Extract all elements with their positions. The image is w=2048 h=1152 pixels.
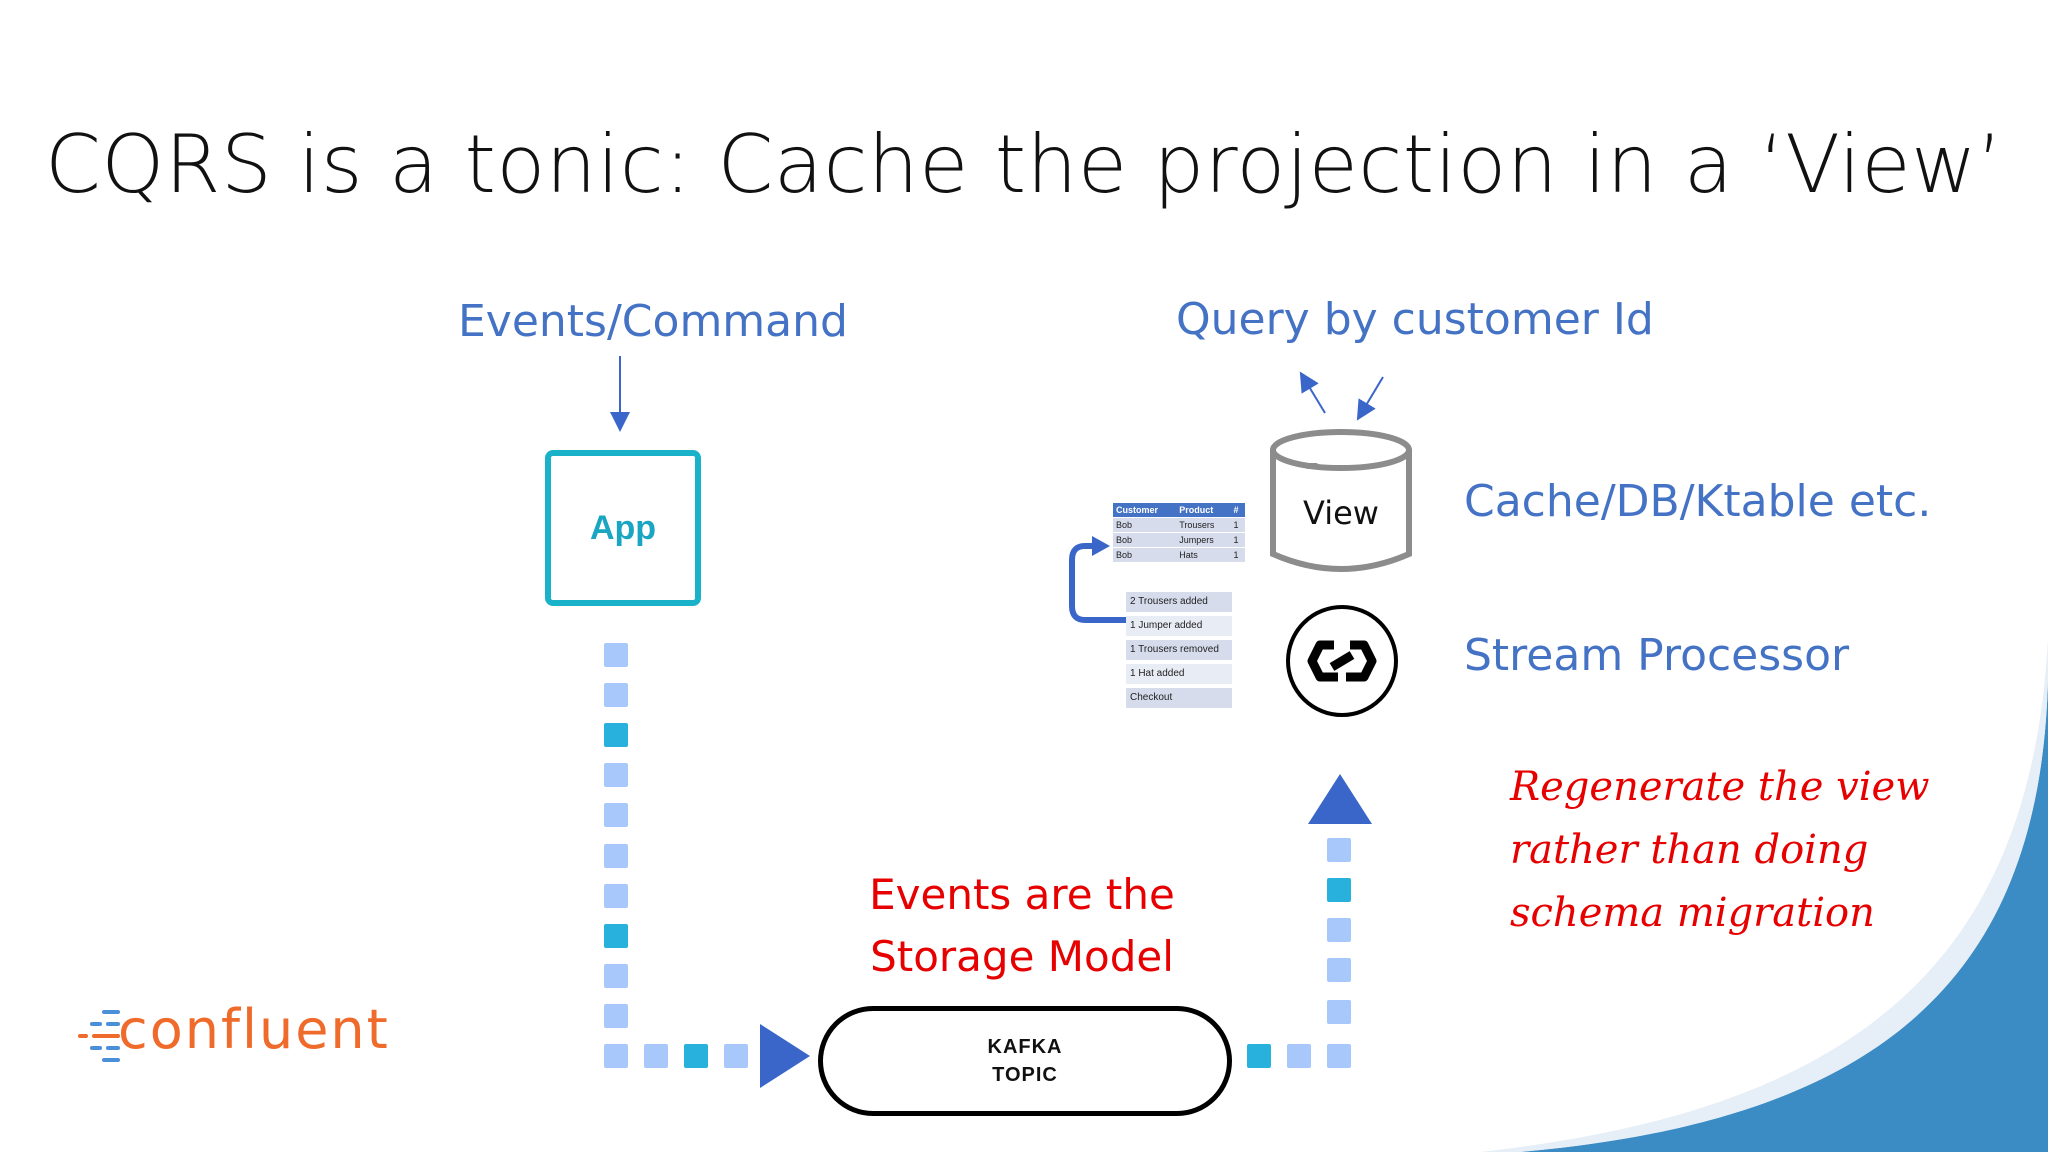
storage-line2: Storage Model xyxy=(870,932,1174,981)
flow-square xyxy=(1327,958,1351,982)
table-row: Bob Jumpers 1 xyxy=(1113,532,1245,548)
flow-square xyxy=(604,924,628,948)
flow-square xyxy=(604,723,628,747)
table-header: # xyxy=(1230,503,1245,518)
flow-square xyxy=(1287,1044,1311,1068)
storage-line1: Events are the xyxy=(869,870,1175,919)
flow-square xyxy=(604,763,628,787)
flow-square xyxy=(604,683,628,707)
flow-square xyxy=(724,1044,748,1068)
flow-square xyxy=(604,964,628,988)
stream-processor-label: Stream Processor xyxy=(1464,630,1850,681)
flow-square xyxy=(1327,1000,1351,1024)
events-list: 2 Trousers added 1 Jumper added 1 Trouse… xyxy=(1126,592,1232,712)
kafka-line1: KAFKA xyxy=(987,1036,1063,1058)
logo-text: confluent xyxy=(118,998,390,1061)
table-cell: Trousers xyxy=(1176,517,1231,533)
table-cell: 1 xyxy=(1230,517,1245,533)
app-box: App xyxy=(545,450,701,606)
table-cell: Bob xyxy=(1113,532,1177,548)
events-command-label: Events/Command xyxy=(458,296,848,347)
app-label: App xyxy=(589,508,657,547)
table-cell: 1 xyxy=(1230,532,1245,548)
list-item: 2 Trousers added xyxy=(1126,592,1232,612)
table-header: Product xyxy=(1176,503,1231,518)
slide-title: CQRS is a tonic: Cache the projection in… xyxy=(45,118,2003,211)
list-item: 1 Hat added xyxy=(1126,664,1232,684)
flow-square xyxy=(1327,878,1351,902)
view-cylinder-icon xyxy=(1270,429,1412,572)
table-row: Bob Hats 1 xyxy=(1113,547,1245,562)
flow-square xyxy=(684,1044,708,1068)
flow-square xyxy=(604,884,628,908)
flow-square xyxy=(604,1044,628,1068)
flow-square xyxy=(1327,918,1351,942)
flow-square xyxy=(1327,838,1351,862)
stream-processor-icon xyxy=(1286,605,1398,717)
view-label: View xyxy=(1303,494,1379,532)
table-cell: Bob xyxy=(1113,547,1177,562)
flow-arrow-up xyxy=(1308,774,1372,824)
kafka-line2: TOPIC xyxy=(992,1064,1058,1086)
flow-square xyxy=(604,844,628,868)
flow-arrow-right xyxy=(760,1024,810,1088)
cache-label: Cache/DB/Ktable etc. xyxy=(1464,476,1932,527)
table-cell: Jumpers xyxy=(1176,532,1231,548)
flow-square xyxy=(644,1044,668,1068)
regen-line1: Regenerate the view xyxy=(1510,764,1930,810)
list-item: Checkout xyxy=(1126,688,1232,708)
flow-square xyxy=(604,803,628,827)
flow-square xyxy=(1327,1044,1351,1068)
regenerate-note: Regenerate the view rather than doing sc… xyxy=(1510,756,1929,945)
table-row: Bob Trousers 1 xyxy=(1113,517,1245,533)
table-header: Customer xyxy=(1113,503,1177,518)
table-cell: Bob xyxy=(1113,517,1177,533)
table-cell: 1 xyxy=(1230,547,1245,562)
flow-square xyxy=(604,1004,628,1028)
query-label: Query by customer Id xyxy=(1176,294,1654,345)
kafka-topic: KAFKA TOPIC xyxy=(818,1006,1232,1116)
confluent-mark-icon xyxy=(78,1010,120,1062)
table-cell: Hats xyxy=(1176,547,1231,562)
view-table: Customer Product # Bob Trousers 1 Bob Ju… xyxy=(1113,503,1245,562)
list-item: 1 Jumper added xyxy=(1126,616,1232,636)
flow-square xyxy=(1247,1044,1271,1068)
regen-line3: schema migration xyxy=(1510,890,1875,936)
storage-model-note: Events are the Storage Model xyxy=(852,864,1192,988)
flow-square xyxy=(604,643,628,667)
list-item: 1 Trousers removed xyxy=(1126,640,1232,660)
regen-line2: rather than doing xyxy=(1510,827,1869,873)
